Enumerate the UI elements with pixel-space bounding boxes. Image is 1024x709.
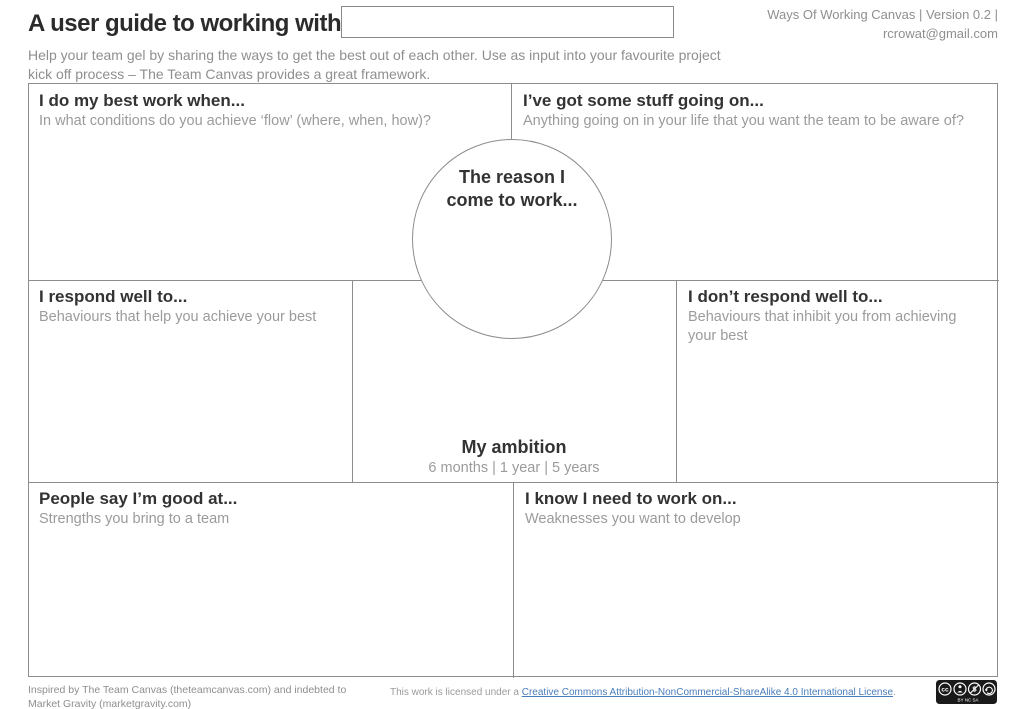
nc-icon: $ (967, 682, 982, 696)
credit-line2: Market Gravity (marketgravity.com) (28, 698, 192, 709)
cc-by-nc-sa-badge[interactable]: cc $ BY NC SA (936, 680, 997, 704)
cell-work-on-heading: I know I need to work on... (525, 489, 737, 508)
cell-stuff-going-on: I’ve got some stuff going on... Anything… (523, 90, 989, 131)
page-subtitle-line2: kick off process – The Team Canvas provi… (28, 65, 431, 82)
cell-respond-well-heading: I respond well to... (39, 287, 188, 306)
svg-text:cc: cc (941, 686, 949, 693)
cc-icon: cc (938, 682, 952, 696)
cell-best-work: I do my best work when... In what condit… (39, 90, 479, 131)
sa-icon (982, 682, 996, 696)
cc-badge-labels: BY NC SA (958, 698, 979, 703)
credit-text: Inspired by The Team Canvas (theteamcanv… (28, 683, 346, 709)
page-subtitle-line1: Help your team gel by sharing the ways t… (28, 47, 721, 63)
cell-respond-well-prompt: Behaviours that help you achieve your be… (39, 309, 317, 326)
page-subtitle: Help your team gel by sharing the ways t… (28, 46, 721, 84)
cell-best-work-prompt: In what conditions do you achieve ‘flow’… (39, 113, 431, 130)
cell-work-on: I know I need to work on... Weaknesses y… (525, 488, 965, 529)
cell-ambition-heading: My ambition (461, 437, 567, 457)
cc-badge-graphic: cc $ BY NC SA (936, 680, 997, 704)
middle-row-right-divider (676, 280, 677, 482)
middle-row-left-divider (352, 280, 353, 482)
license-text: This work is licensed under a Creative C… (390, 687, 896, 698)
cell-good-at: People say I’m good at... Strengths you … (39, 488, 479, 529)
cell-stuff-going-on-prompt: Anything going on in your life that you … (523, 113, 964, 130)
cell-dont-respond-well: I don’t respond well to... Behaviours th… (688, 286, 988, 346)
license-link[interactable]: Creative Commons Attribution-NonCommerci… (521, 687, 894, 698)
cell-best-work-heading: I do my best work when... (39, 91, 245, 110)
license-prefix: This work is licensed under a (390, 687, 522, 698)
page-title: A user guide to working with (28, 10, 342, 37)
cell-good-at-prompt: Strengths you bring to a team (39, 511, 230, 528)
name-input[interactable] (341, 6, 674, 38)
canvas-grid: The reason I come to work... I do my bes… (28, 83, 999, 678)
canvas-meta-version: Ways Of Working Canvas | Version 0.2 | (767, 7, 998, 22)
cell-ambition-prompt: 6 months | 1 year | 5 years (428, 460, 600, 476)
license-period: . (893, 687, 896, 698)
cell-stuff-going-on-heading: I’ve got some stuff going on... (523, 91, 764, 110)
cell-work-on-prompt: Weaknesses you want to develop (525, 511, 741, 528)
cell-dont-respond-well-prompt: Behaviours that inhibit you from achievi… (688, 309, 957, 345)
credit-line1: Inspired by The Team Canvas (theteamcanv… (28, 684, 347, 696)
row-divider-2 (29, 482, 999, 483)
cell-good-at-heading: People say I’m good at... (39, 489, 238, 508)
cell-dont-respond-well-heading: I don’t respond well to... (688, 287, 883, 306)
cell-respond-well: I respond well to... Behaviours that hel… (39, 286, 339, 327)
reason-circle: The reason I come to work... (412, 139, 612, 339)
reason-circle-heading: The reason I come to work... (446, 167, 578, 211)
bottom-row-column-divider (513, 482, 514, 678)
by-icon (953, 682, 967, 696)
cell-ambition: My ambition 6 months | 1 year | 5 years (352, 437, 676, 476)
canvas-meta: Ways Of Working Canvas | Version 0.2 | r… (767, 6, 998, 44)
canvas-meta-email: rcrowat@gmail.com (882, 25, 998, 41)
